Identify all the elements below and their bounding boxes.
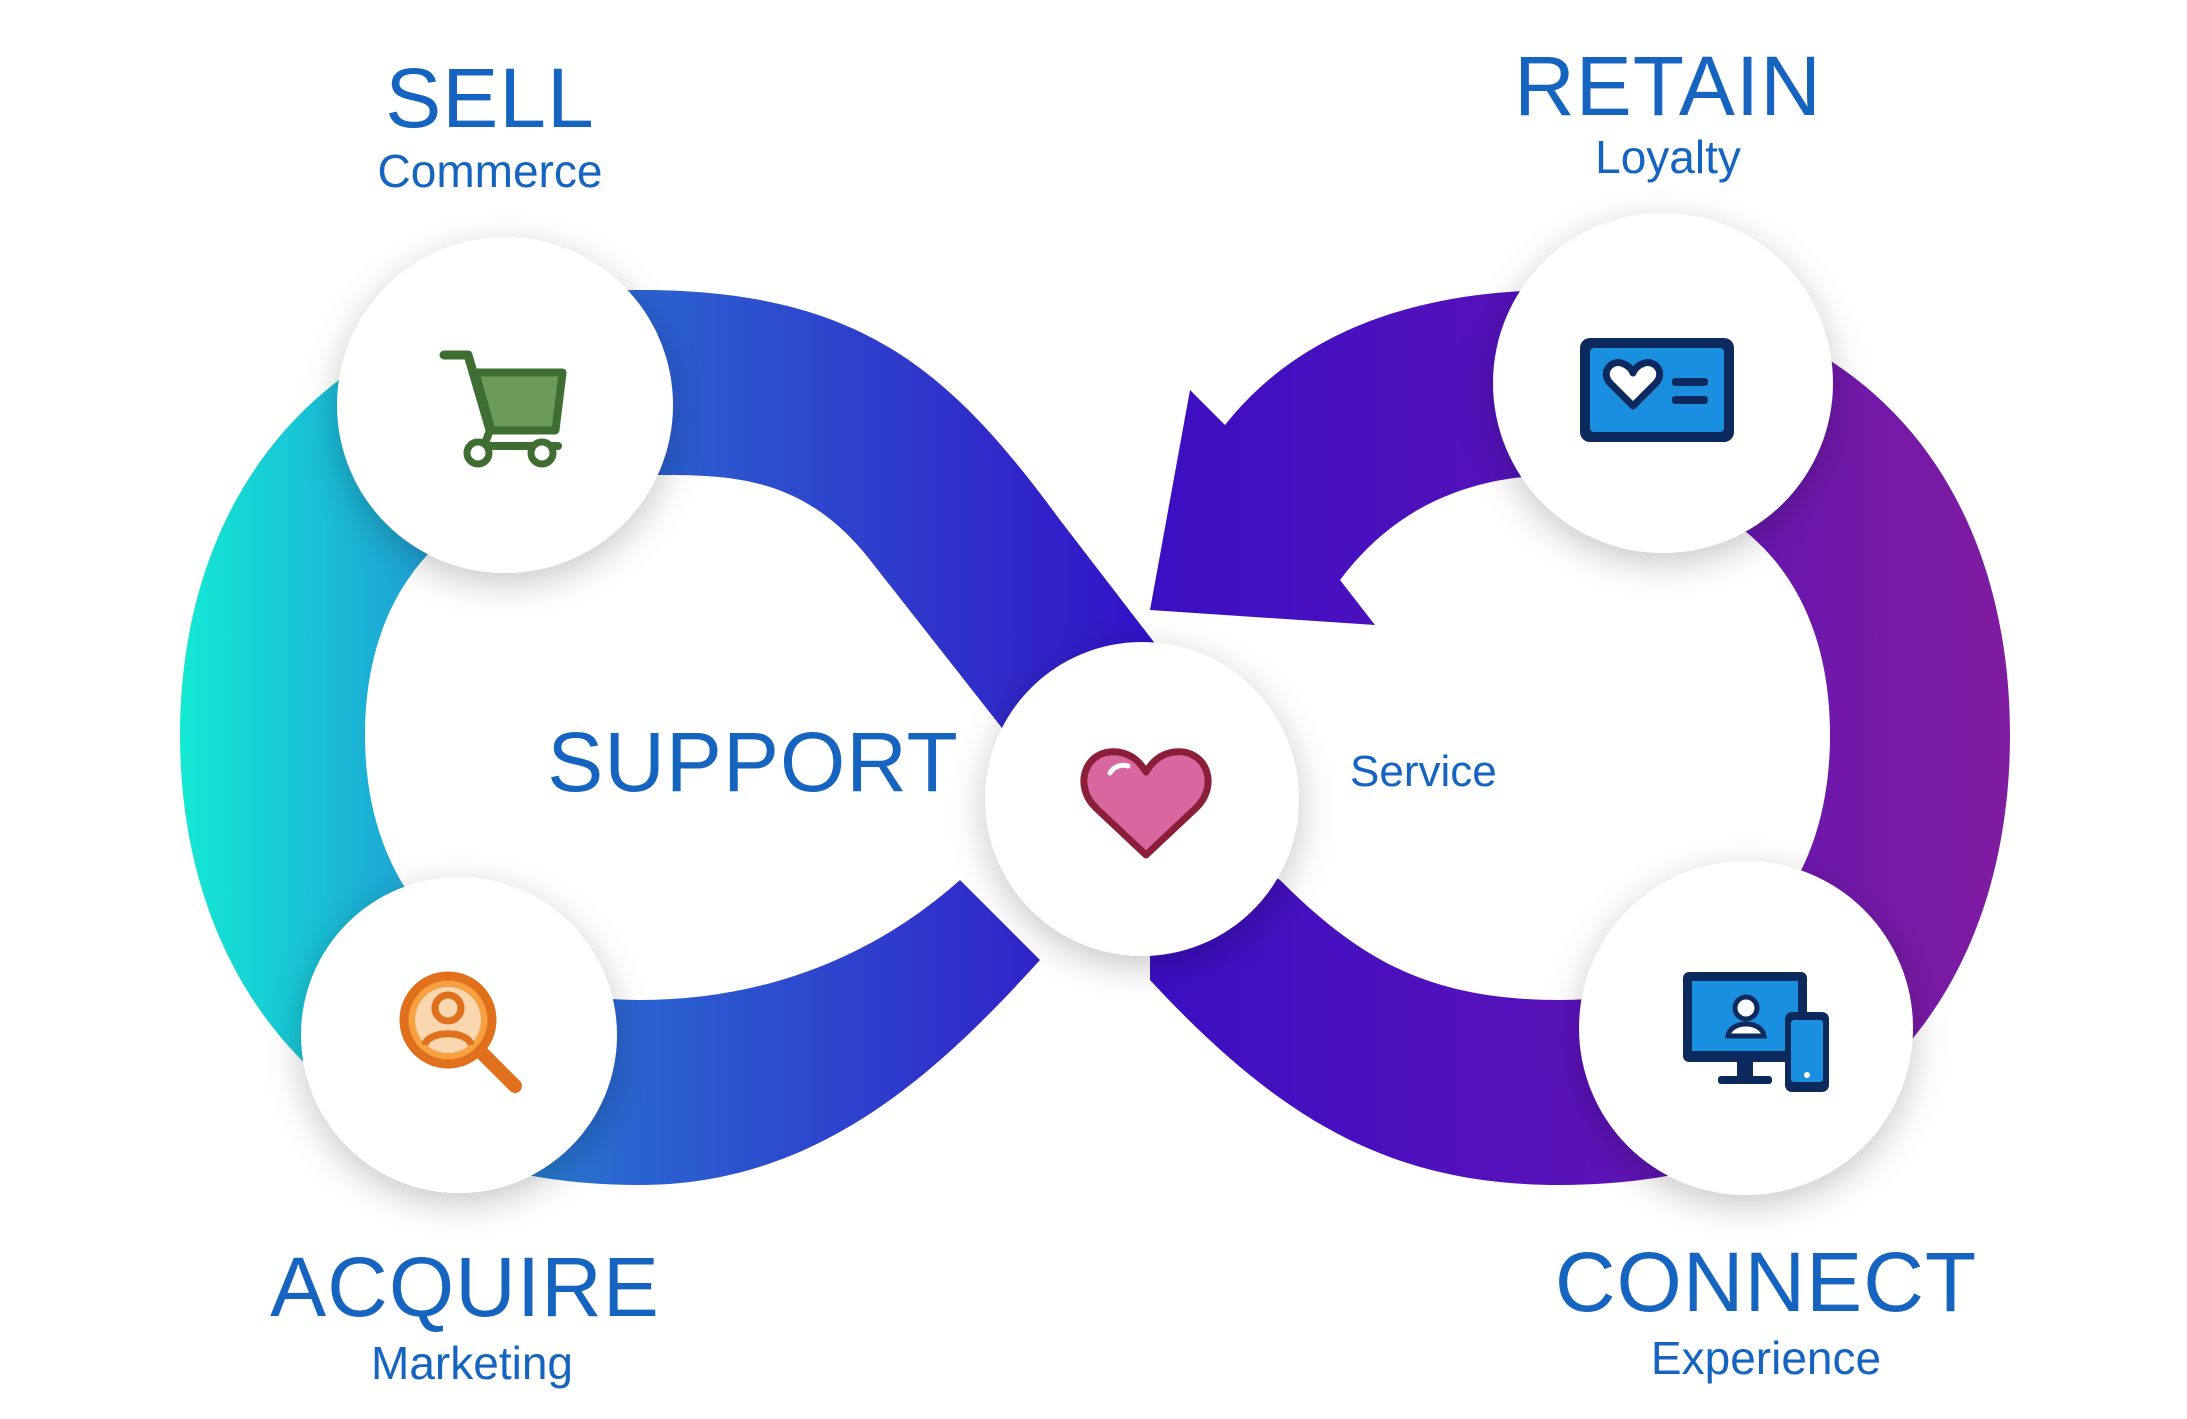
support-title: SUPPORT bbox=[547, 715, 959, 809]
shopping-cart-icon bbox=[439, 350, 567, 468]
sell-subtitle: Commerce bbox=[377, 145, 603, 197]
sell-title: SELL bbox=[385, 51, 595, 145]
person-search-icon bbox=[399, 971, 522, 1093]
devices-icon bbox=[1683, 972, 1829, 1092]
acquire-title: ACQUIRE bbox=[270, 1240, 660, 1334]
connect-subtitle: Experience bbox=[1650, 1332, 1882, 1384]
retain-subtitle: Loyalty bbox=[1595, 131, 1741, 183]
return-arrow bbox=[1150, 290, 1560, 625]
connect-title: CONNECT bbox=[1554, 1235, 1978, 1329]
loyalty-card-icon bbox=[1580, 338, 1734, 442]
acquire-subtitle: Marketing bbox=[371, 1337, 573, 1389]
heart-icon bbox=[1080, 748, 1212, 859]
support-subtitle: Service bbox=[1350, 747, 1497, 796]
retain-title: RETAIN bbox=[1514, 39, 1822, 133]
